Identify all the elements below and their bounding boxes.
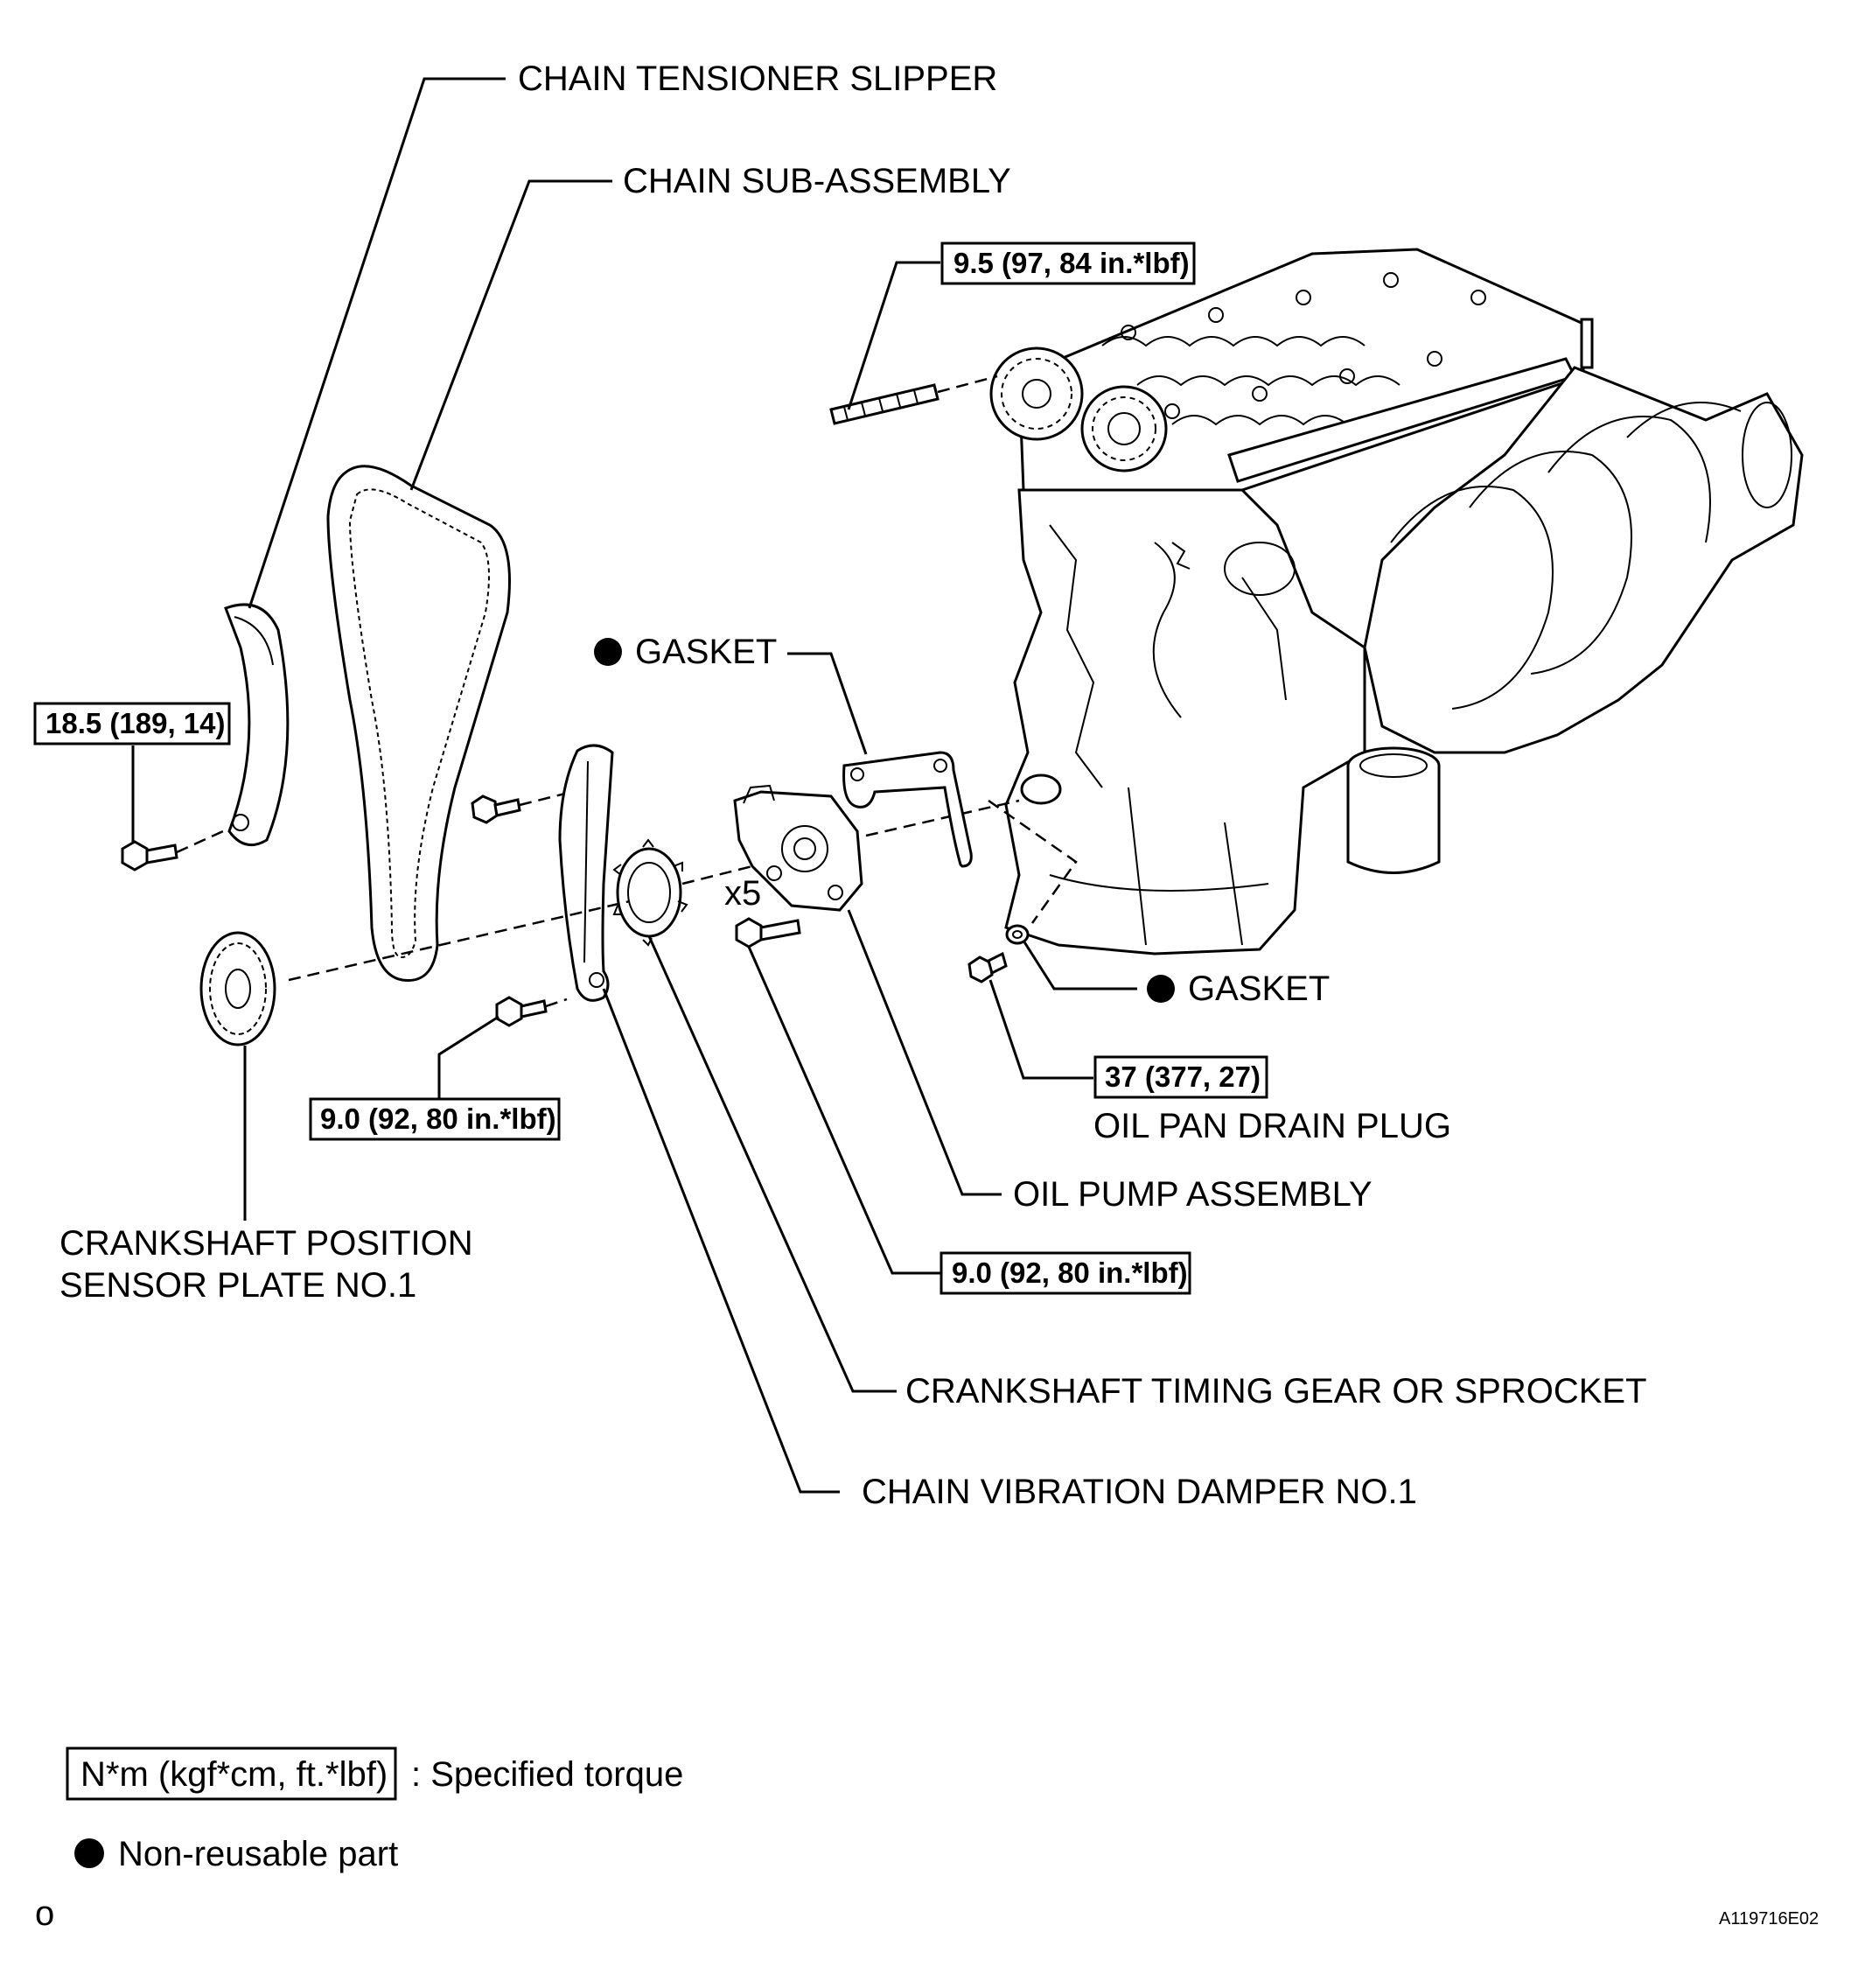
torque-value-damper: 9.0 (92, 80 in.*lbf): [320, 1102, 556, 1135]
non-reusable-marker-icon: [1147, 975, 1175, 1003]
engine-block-illustration: [989, 248, 1804, 956]
torque-box-drain-plug: [1093, 1055, 1268, 1099]
chain-vibration-damper: [558, 744, 614, 1002]
torque-value-drain-plug: 37 (377, 27): [1105, 1060, 1261, 1093]
damper-lower-bolt: [495, 996, 548, 1027]
chain-tensioner-slipper: [224, 603, 290, 847]
stud-bolt: [829, 383, 939, 425]
torque-box-oil-pump: [939, 1251, 1191, 1295]
crankshaft-position-sensor-plate: [199, 931, 276, 1046]
label-gasket-lower: GASKET: [1188, 970, 1330, 1008]
damper-upper-bolt: [471, 794, 521, 824]
legend-non-reusable-text: Non-reusable part: [118, 1835, 398, 1873]
label-chain-tensioner-slipper: CHAIN TENSIONER SLIPPER: [518, 60, 997, 98]
legend-torque-box: [66, 1746, 397, 1801]
tensioner-bolt: [121, 840, 178, 872]
torque-box-damper: [309, 1097, 561, 1141]
torque-value-oil-pump: 9.0 (92, 80 in.*lbf): [952, 1256, 1188, 1289]
leader-lines: [131, 77, 1137, 1494]
torque-specs: 9.5 (97, 84 in.*lbf) 18.5 (189, 14) 9.0 …: [33, 242, 1268, 1295]
corner-mark: o: [35, 1894, 54, 1933]
oil-pump-bolt: [735, 917, 801, 948]
part-labels: CHAIN TENSIONER SLIPPER CHAIN SUB-ASSEMB…: [59, 60, 1647, 1511]
non-reusable-marker-icon: [594, 638, 622, 666]
crankshaft-timing-gear: [612, 838, 688, 947]
label-chain-vibration-damper: CHAIN VIBRATION DAMPER NO.1: [862, 1473, 1417, 1511]
legend-torque-desc: : Specified torque: [411, 1755, 683, 1794]
oil-pump-assembly: [733, 784, 863, 912]
label-quantity-x5: x5: [724, 874, 761, 913]
chain-sub-assembly: [326, 465, 511, 982]
label-oil-pump-assembly: OIL PUMP ASSEMBLY: [1013, 1175, 1373, 1214]
legend: N*m (kgf*cm, ft.*lbf) : Specified torque…: [66, 1746, 683, 1873]
legend-non-reusable-icon: [74, 1838, 104, 1868]
label-crankshaft-position-sensor-plate-2: SENSOR PLATE NO.1: [59, 1266, 416, 1305]
torque-value-stud: 9.5 (97, 84 in.*lbf): [953, 247, 1190, 279]
label-oil-pan-drain-plug: OIL PAN DRAIN PLUG: [1093, 1107, 1451, 1145]
figure-code: A119716E02: [1719, 1909, 1819, 1928]
label-crankshaft-position-sensor-plate-1: CRANKSHAFT POSITION: [59, 1224, 473, 1263]
label-chain-sub-assembly: CHAIN SUB-ASSEMBLY: [623, 162, 1011, 200]
oil-pan-drain-plug: [967, 951, 1008, 984]
gasket-upper: [842, 751, 973, 868]
label-gasket-upper: GASKET: [635, 633, 777, 671]
torque-box-stud: [940, 242, 1196, 285]
torque-box-tensioner: [33, 702, 231, 746]
gasket-lower: [1005, 924, 1030, 945]
legend-torque-unit: N*m (kgf*cm, ft.*lbf): [80, 1755, 388, 1794]
label-crankshaft-timing-gear: CRANKSHAFT TIMING GEAR OR SPROCKET: [905, 1372, 1647, 1410]
torque-value-tensioner: 18.5 (189, 14): [45, 707, 225, 739]
